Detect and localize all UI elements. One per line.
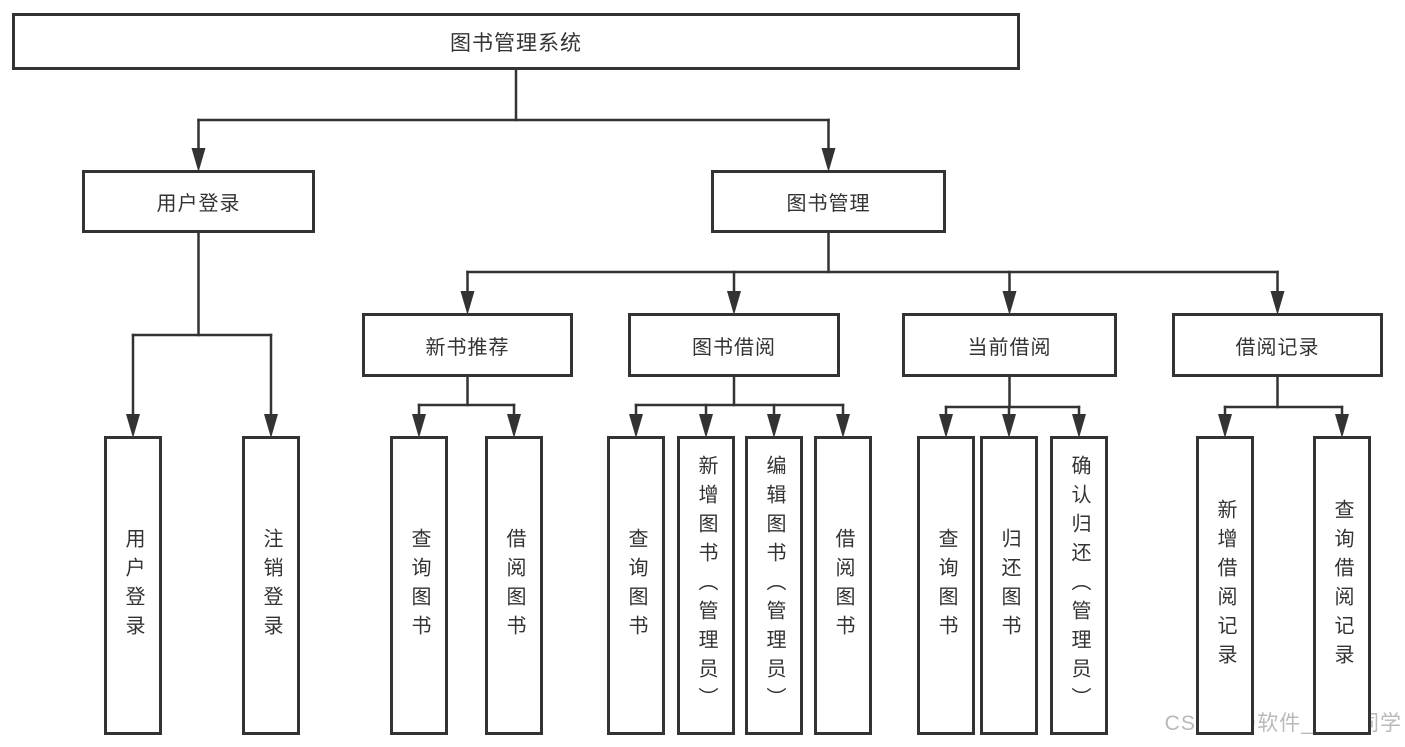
node-label-rec-query: 查询图书: [408, 527, 430, 644]
node-box-record-add: 新增借阅记录: [1196, 436, 1254, 735]
node-label-borrow-query: 查询图书: [625, 527, 647, 644]
node-box-borrow-edit: 编辑图书（管理员）: [745, 436, 803, 735]
node-box-rec-query: 查询图书: [390, 436, 448, 735]
node-label-login: 用户登录: [156, 193, 241, 215]
node-label-login-user: 用户登录: [122, 527, 144, 644]
node-box-record-query: 查询借阅记录: [1313, 436, 1371, 735]
node-label-record-query: 查询借阅记录: [1331, 498, 1353, 673]
node-box-root: 图书管理系统: [12, 13, 1020, 70]
node-box-current-query: 查询图书: [917, 436, 975, 735]
node-label-current-confirm: 确认归还（管理员）: [1068, 455, 1090, 716]
node-label-current: 当前借阅: [967, 336, 1052, 359]
node-box-borrow-query: 查询图书: [607, 436, 665, 735]
node-label-rec-borrow: 借阅图书: [503, 527, 525, 644]
node-box-login: 用户登录: [82, 170, 315, 233]
node-box-login-logout: 注销登录: [242, 436, 300, 735]
node-box-mgmt: 图书管理: [711, 170, 946, 233]
node-box-current-confirm: 确认归还（管理员）: [1050, 436, 1108, 735]
node-box-borrow: 图书借阅: [628, 313, 840, 377]
node-label-current-query: 查询图书: [935, 527, 957, 644]
node-box-login-user: 用户登录: [104, 436, 162, 735]
node-label-root: 图书管理系统: [450, 31, 582, 55]
node-label-borrow-add: 新增图书（管理员）: [695, 455, 717, 716]
node-label-borrow-borrow: 借阅图书: [832, 527, 854, 644]
node-box-current: 当前借阅: [902, 313, 1117, 377]
node-box-borrow-add: 新增图书（管理员）: [677, 436, 735, 735]
node-box-rec: 新书推荐: [362, 313, 573, 377]
node-label-rec: 新书推荐: [425, 336, 510, 359]
node-label-borrow: 图书借阅: [692, 336, 776, 359]
node-box-current-return: 归还图书: [980, 436, 1038, 735]
node-label-current-return: 归还图书: [998, 527, 1020, 644]
node-box-borrow-borrow: 借阅图书: [814, 436, 872, 735]
node-label-record: 借阅记录: [1235, 336, 1320, 359]
node-label-record-add: 新增借阅记录: [1214, 498, 1236, 673]
node-box-record: 借阅记录: [1172, 313, 1383, 377]
node-label-mgmt: 图书管理: [786, 193, 871, 215]
node-label-borrow-edit: 编辑图书（管理员）: [763, 455, 785, 716]
node-box-rec-borrow: 借阅图书: [485, 436, 543, 735]
node-label-login-logout: 注销登录: [260, 527, 282, 644]
